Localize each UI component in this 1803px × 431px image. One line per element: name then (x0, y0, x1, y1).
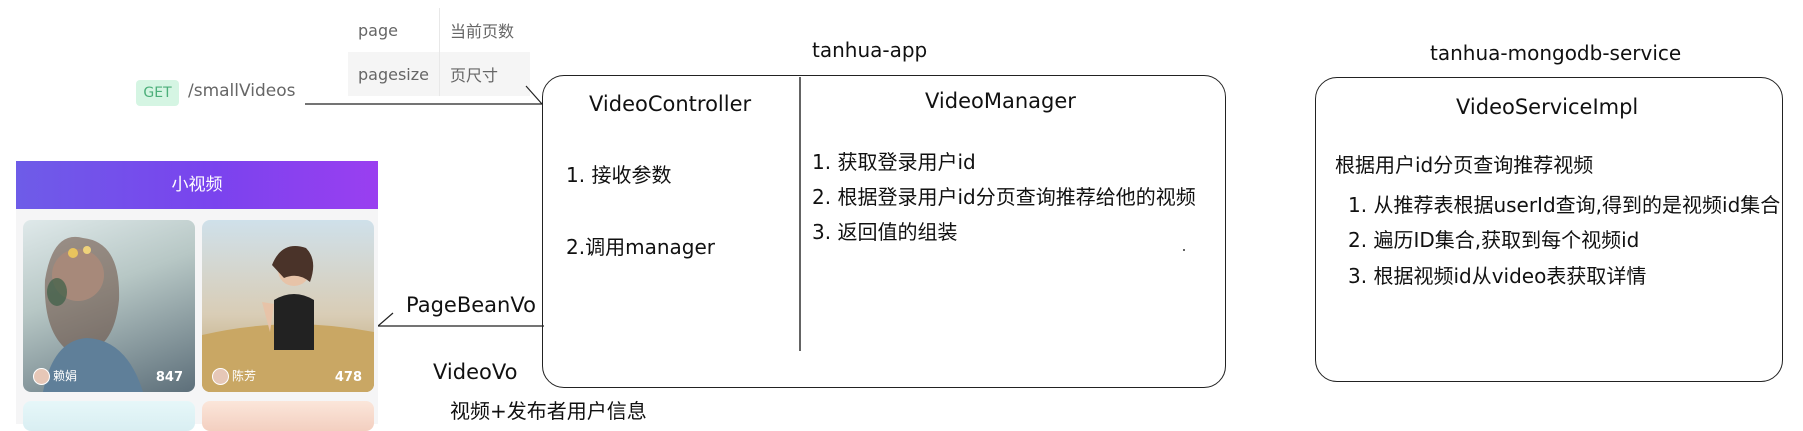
like-count: 847 (155, 370, 183, 385)
controller-title: VideoController (589, 92, 752, 116)
param-row: pagesize 页尺寸 (348, 52, 530, 96)
param-desc: 当前页数 (449, 22, 514, 41)
http-method-badge: GET (136, 80, 179, 106)
response-item-desc: 视频+发布者用户信息 (450, 399, 647, 423)
video-card[interactable]: 赖娟 847 (23, 220, 195, 392)
author-name: 赖娟 (53, 369, 78, 383)
controller-step: 2.调用manager (566, 235, 715, 259)
controller-step: 1. 接收参数 (566, 163, 672, 187)
response-arrowhead (377, 312, 394, 327)
video-card[interactable]: 陈芳 478 (202, 220, 374, 392)
manager-step: 1. 获取登录用户id (812, 150, 976, 174)
app-module-title: tanhua-app (812, 38, 928, 62)
service-module-title: tanhua-mongodb-service (1430, 41, 1682, 65)
video-thumbnail (43, 236, 143, 392)
service-step: 1. 从推荐表根据userId查询,得到的是视频id集合 (1348, 193, 1781, 217)
param-row: page 当前页数 (348, 8, 530, 52)
video-thumbnail (202, 246, 374, 392)
manager-title: VideoManager (925, 89, 1076, 113)
author-avatar (212, 368, 229, 385)
service-box (1315, 77, 1783, 382)
author-avatar (33, 368, 50, 385)
param-name: pagesize (348, 52, 440, 96)
request-params-table: page 当前页数 pagesize 页尺寸 (348, 8, 530, 96)
service-step: 2. 遍历ID集合,获取到每个视频id (1348, 228, 1640, 252)
endpoint-path: /smallVideos (188, 81, 296, 101)
author-name: 陈芳 (232, 369, 257, 383)
response-type-label: PageBeanVo (406, 293, 536, 317)
phone-feed: 赖娟 847 陈芳 478 (16, 209, 378, 431)
video-card[interactable] (23, 401, 195, 431)
param-desc: 页尺寸 (439, 52, 530, 96)
response-item-label: VideoVo (433, 360, 518, 384)
service-title: VideoServiceImpl (1456, 95, 1639, 119)
service-summary: 根据用户id分页查询推荐视频 (1335, 153, 1594, 177)
param-name: page (348, 8, 440, 52)
like-count: 478 (334, 370, 362, 385)
manager-step: 2. 根据登录用户id分页查询推荐给他的视频 (812, 185, 1196, 209)
phone-header: 小视频 (16, 161, 378, 209)
request-arrowhead (525, 85, 543, 105)
video-card[interactable] (202, 401, 374, 431)
service-step: 3. 根据视频id从video表获取详情 (1348, 264, 1647, 288)
app-box (542, 75, 1226, 388)
manager-step: 3. 返回值的组装 (812, 220, 958, 244)
stray-dot (1183, 249, 1185, 251)
